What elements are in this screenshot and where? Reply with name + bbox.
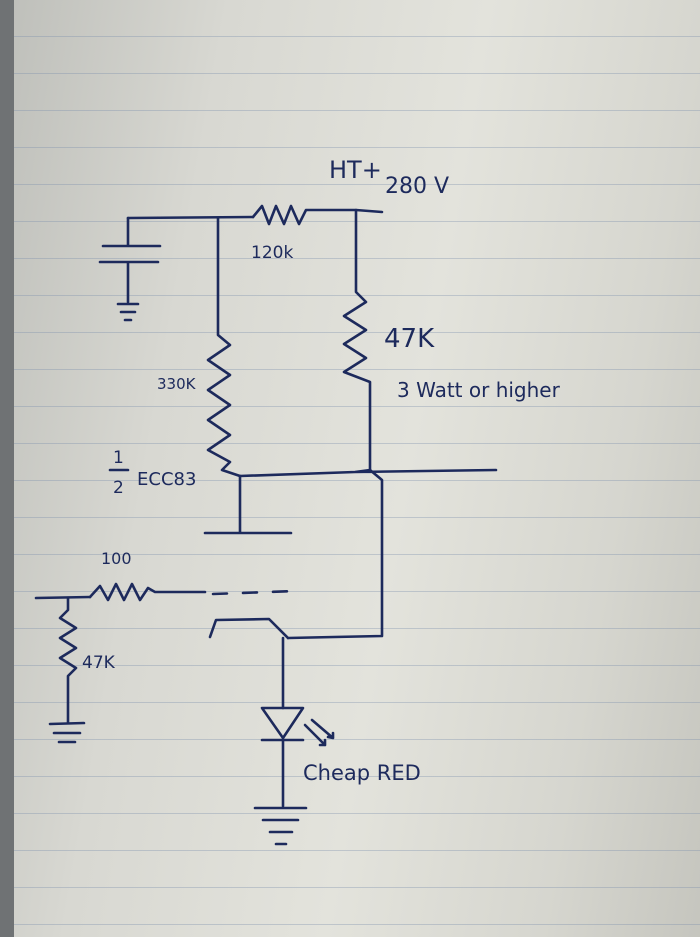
resistor-330k [206,216,242,478]
resistor-120k [251,204,384,226]
supply-rail-wire [126,215,255,220]
notebook-paper [14,0,700,937]
ground-symbol-input [48,721,86,744]
dashed-grid-link [211,589,299,596]
resistor-47k-input [58,596,78,724]
input-wire [34,595,92,600]
tube-fraction-numerator: 1 [113,448,124,468]
led-diode [260,706,305,742]
led-label: Cheap RED [303,761,421,785]
tube-label: ECC83 [137,469,196,490]
tube-cathode [208,617,290,640]
r-plate-label: 47K [384,324,435,354]
resistor-100 [88,582,207,602]
ground-symbol-cap [116,302,140,322]
tube-plate-wire [238,468,498,640]
supply-label: HT+ [329,156,382,184]
r-plate-note-label: 3 Watt or higher [397,378,561,402]
tube-fraction-denominator: 2 [113,478,124,498]
r-input-shunt-label: 47K [82,653,116,673]
resistor-47k-plate [342,208,372,472]
r-dropper-label: 120k [251,243,293,263]
tube-grid-wire [203,474,293,535]
filter-capacitor [98,216,162,304]
led-light-arrows [303,718,335,747]
r-grid-label: 330K [157,375,197,393]
r-input-label: 100 [101,549,132,568]
voltage-label: 280 V [385,174,449,199]
ground-symbol-led [253,806,308,846]
ruled-lines [14,0,700,937]
